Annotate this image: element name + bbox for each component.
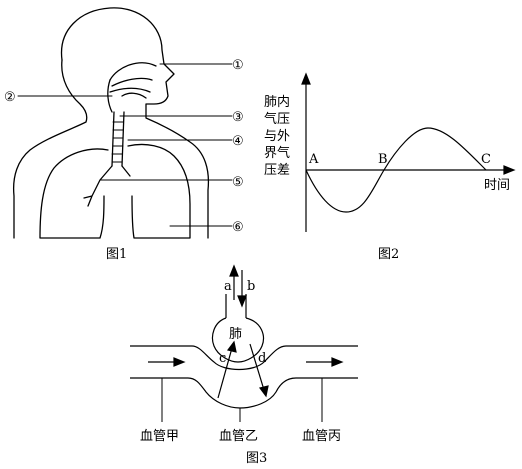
ylabel-line-2: 气压: [264, 111, 290, 127]
arrow-b-head: [237, 295, 247, 308]
right-lung: [127, 143, 191, 239]
bronchi: [83, 165, 131, 207]
figure3-alveolus: [130, 264, 358, 422]
figure2-ylabel: 肺内 气压 与外 界气 压差: [264, 94, 290, 178]
figure1-respiratory-system: [12, 7, 233, 239]
marker-3: ③: [232, 110, 244, 125]
x-axis-label: 时间: [484, 178, 510, 193]
vessel-upper-wall: [130, 345, 358, 371]
arrow-b-label: b: [247, 279, 255, 294]
vessel-bing-label: 血管丙: [302, 429, 341, 444]
trachea: [111, 111, 125, 167]
arrow-d-label: d: [258, 351, 266, 366]
oral-pharynx: [107, 79, 147, 113]
back-outline: [12, 59, 88, 239]
flow-arrow-right-head: [331, 357, 344, 367]
vessel-yi-label: 血管乙: [219, 429, 258, 444]
alveolus: [211, 317, 265, 363]
leader-lines: [17, 63, 233, 227]
marker-5: ⑤: [232, 175, 244, 190]
figure3-caption: 图3: [246, 451, 267, 466]
marker-1: ①: [232, 58, 244, 73]
marker-2: ②: [4, 90, 16, 105]
pressure-curve: [305, 127, 487, 213]
arrow-d: [249, 343, 265, 391]
arrow-d-head: [258, 385, 269, 398]
figure2-graph: [301, 72, 516, 232]
x-axis-arrow: [503, 165, 516, 175]
point-b-label: B: [378, 152, 388, 167]
vessel-leader-lines: [161, 378, 323, 422]
point-c-label: C: [481, 152, 491, 167]
arrow-c-label: c: [219, 351, 226, 366]
ylabel-line-3: 与外: [264, 129, 290, 144]
ylabel-line-5: 压差: [264, 163, 290, 178]
flow-arrow-left-head: [173, 357, 186, 367]
ylabel-line-1: 肺内: [264, 94, 290, 110]
alveolus-label: 肺: [229, 327, 242, 342]
figure1-caption: 图1: [106, 247, 127, 262]
arrow-a-head: [229, 264, 239, 277]
marker-4: ④: [232, 134, 244, 149]
arrow-c: [217, 347, 233, 399]
arrow-a-label: a: [224, 279, 232, 294]
body-outline: [60, 7, 210, 239]
figure2-caption: 图2: [378, 247, 399, 262]
ylabel-line-4: 界气: [264, 145, 290, 161]
vessel-jia-label: 血管甲: [140, 429, 179, 444]
point-a-label: A: [308, 152, 319, 167]
vessel-lower-wall: [130, 377, 358, 409]
marker-6: ⑥: [232, 220, 244, 235]
y-axis-arrow: [301, 72, 311, 85]
airway: [225, 294, 247, 318]
left-lung: [39, 148, 109, 239]
arrow-c-head: [226, 340, 237, 353]
nasal-cavity: [109, 62, 157, 93]
trachea-rings: [111, 121, 124, 163]
